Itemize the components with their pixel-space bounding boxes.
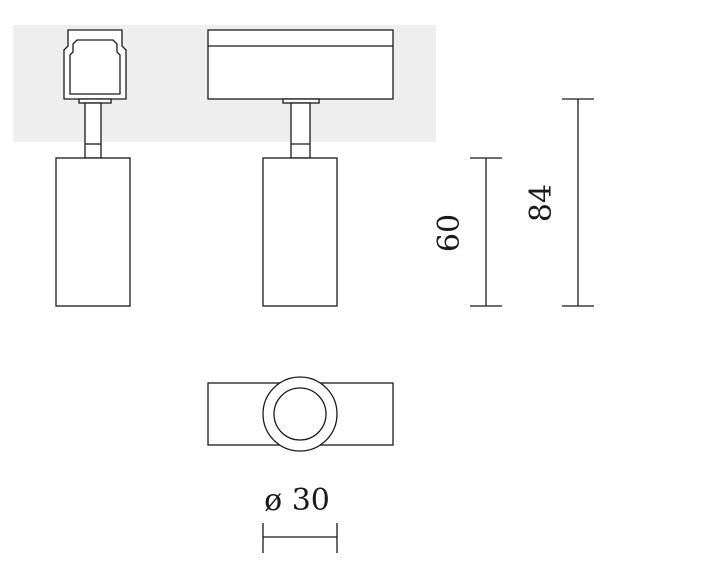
dimension-84-label: 84 [524, 184, 559, 222]
side-view [55, 29, 131, 307]
dimension-60-label: 60 [432, 214, 467, 252]
side-stem [84, 102, 102, 159]
side-lamp-body [55, 157, 131, 307]
front-lamp-body [262, 157, 338, 307]
dimension-diameter-label: ø 30 [264, 483, 330, 518]
dimension-84: 84 [524, 98, 594, 307]
top-view [207, 376, 394, 452]
dimension-60: 60 [432, 157, 502, 307]
side-adapter-inner [69, 39, 121, 95]
dimension-diameter: ø 30 [262, 483, 338, 553]
top-lamp-inner-circle [273, 387, 327, 441]
front-adapter-box [207, 29, 394, 100]
front-stem [290, 102, 311, 159]
side-adapter-outer [63, 29, 127, 100]
front-view [207, 29, 394, 307]
